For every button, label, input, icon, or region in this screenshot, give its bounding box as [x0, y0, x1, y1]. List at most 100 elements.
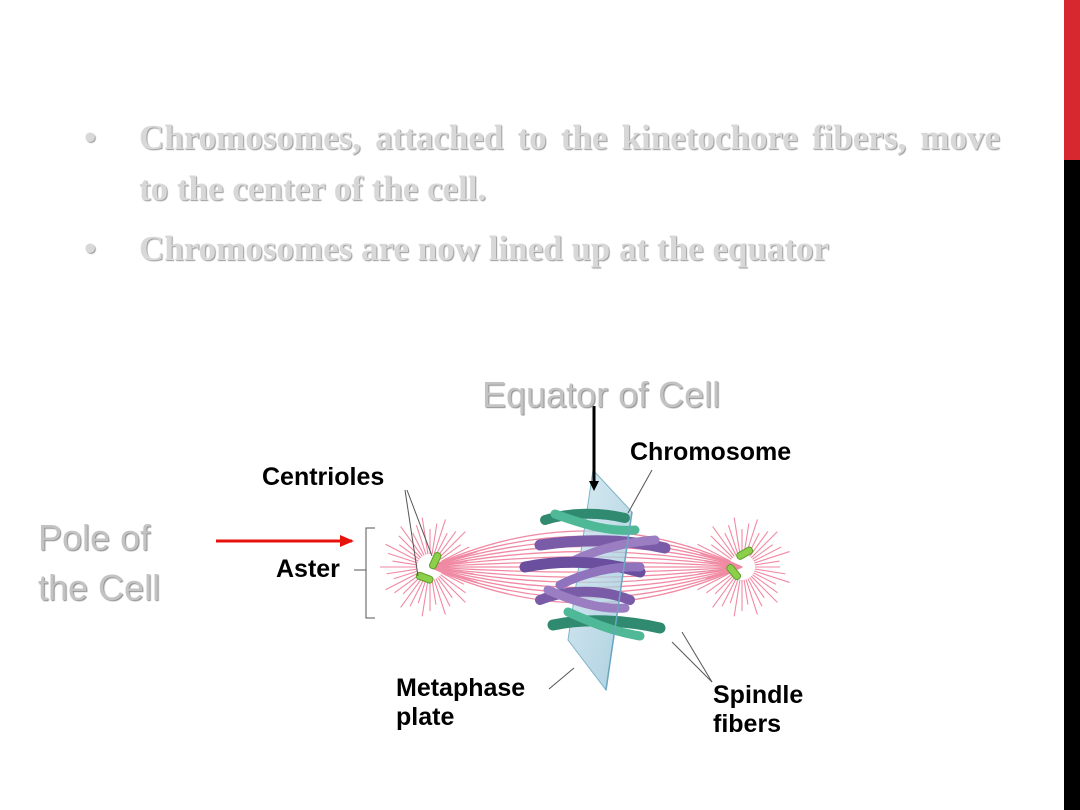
aster-ray — [421, 579, 429, 617]
aster-ray — [442, 560, 468, 566]
centrioles-leader-2 — [404, 489, 419, 577]
pole-label-line1: Pole of — [38, 517, 151, 558]
aster-ray — [442, 551, 478, 564]
chromosome-row-2 — [534, 535, 671, 565]
aster-ray — [417, 579, 427, 604]
centrioles-left — [415, 551, 442, 584]
aster-ray — [400, 526, 423, 557]
pole-label-line2: the Cell — [38, 567, 161, 608]
aster-ray — [398, 544, 420, 560]
aster-ray — [754, 570, 790, 583]
accent-black-segment — [1064, 160, 1080, 810]
aster-ray — [733, 517, 741, 555]
spindle-leader-2 — [671, 641, 713, 683]
aster-ray — [437, 531, 457, 557]
aster-bracket — [365, 527, 375, 619]
aster-ray — [435, 578, 451, 607]
aster-ray — [698, 568, 730, 575]
chromosome-row-4 — [535, 585, 635, 613]
bullet-item-1: • Chromosomes, attached to the kinetochor… — [82, 112, 1000, 214]
metaphase-plate-label-line1: Metaphase — [396, 674, 526, 702]
aster-ray — [400, 577, 423, 608]
chromosome-label: Chromosome — [630, 438, 792, 466]
aster-ray — [753, 546, 782, 562]
aster-ray — [431, 579, 437, 605]
bullet-item-2: • Chromosomes are now lined up at the equ… — [82, 223, 1000, 274]
aster-ray — [747, 578, 763, 607]
spindle-fibers-label-line1: Spindle — [713, 681, 804, 709]
aster-ray — [706, 574, 732, 594]
aster-ray — [712, 577, 735, 608]
aster-ray — [385, 543, 419, 562]
aster-ray — [749, 577, 765, 599]
aster-ray — [398, 535, 422, 559]
bullet-text: Chromosomes are now lined up at the equa… — [139, 229, 829, 268]
aster-ray — [743, 579, 749, 605]
aster-ray — [437, 577, 453, 599]
aster-ray — [442, 568, 474, 575]
aster-ray — [729, 579, 739, 604]
aster-ray — [412, 532, 425, 556]
aster-ray — [710, 544, 732, 560]
aster-ray — [440, 574, 466, 594]
aster-ray — [393, 570, 418, 580]
bullet-list: • Chromosomes, attached to the kinetochor… — [82, 112, 1000, 283]
aster-ray — [392, 560, 418, 566]
centrioles-label: Centrioles — [262, 463, 385, 491]
bullet-marker: • — [84, 118, 97, 157]
aster-ray — [724, 532, 737, 556]
aster-ray — [385, 572, 419, 591]
aster-ray — [721, 578, 737, 607]
centrioles-leader-1 — [406, 489, 433, 557]
aster-ray — [727, 524, 739, 555]
metaphase-plate-label-line2: plate — [396, 703, 455, 731]
aster-ray — [745, 579, 758, 615]
aster-ray — [733, 579, 741, 617]
aster-ray — [710, 535, 734, 559]
aster-ray — [438, 575, 466, 603]
aster-ray — [386, 568, 418, 575]
aster-ray — [754, 551, 790, 564]
chromosome-row-1 — [540, 508, 640, 535]
accent-red-segment — [1064, 0, 1080, 160]
aster-ray — [394, 574, 420, 594]
aster-ray — [415, 524, 427, 555]
aster-ray — [754, 568, 786, 575]
aster-ray — [750, 575, 778, 603]
equator-label: Equator of Cell — [482, 374, 721, 415]
aster-ray — [752, 574, 778, 594]
aster-ray — [442, 570, 478, 583]
aster-ray — [752, 544, 774, 560]
chromosome-row-5 — [547, 607, 666, 641]
metaphase-plate-edge — [605, 511, 633, 691]
aster-ray — [705, 570, 730, 580]
side-accent-bar — [1064, 0, 1080, 810]
aster-ray — [433, 519, 446, 555]
aster-ray — [754, 560, 780, 566]
bullet-text: Chromosomes, attached to the kinetochore… — [139, 118, 1000, 208]
bullet-marker: • — [84, 229, 97, 268]
aster-ray — [435, 532, 448, 556]
aster-ray — [441, 546, 470, 562]
aster-ray — [438, 531, 466, 559]
aster-ray — [753, 572, 777, 585]
aster-left — [380, 517, 478, 617]
aster-ray — [387, 552, 418, 564]
chromosome-leader — [627, 469, 653, 514]
aster-ray — [697, 543, 731, 562]
aster-ray — [697, 572, 731, 591]
spindle-leader-1 — [681, 631, 713, 683]
aster-label: Aster — [276, 555, 340, 583]
aster-ray — [409, 578, 425, 607]
aster-ray — [714, 575, 734, 595]
aster-ray — [704, 560, 730, 566]
aster-ray — [441, 572, 465, 585]
aster-ray — [750, 531, 778, 559]
aster-ray — [431, 523, 438, 555]
spindle-fibers-label-line2: fibers — [713, 710, 782, 738]
aster-ray — [421, 517, 429, 555]
centrioles-right — [726, 546, 754, 581]
chromosome-row-3 — [519, 556, 646, 590]
aster-ray — [433, 579, 446, 615]
